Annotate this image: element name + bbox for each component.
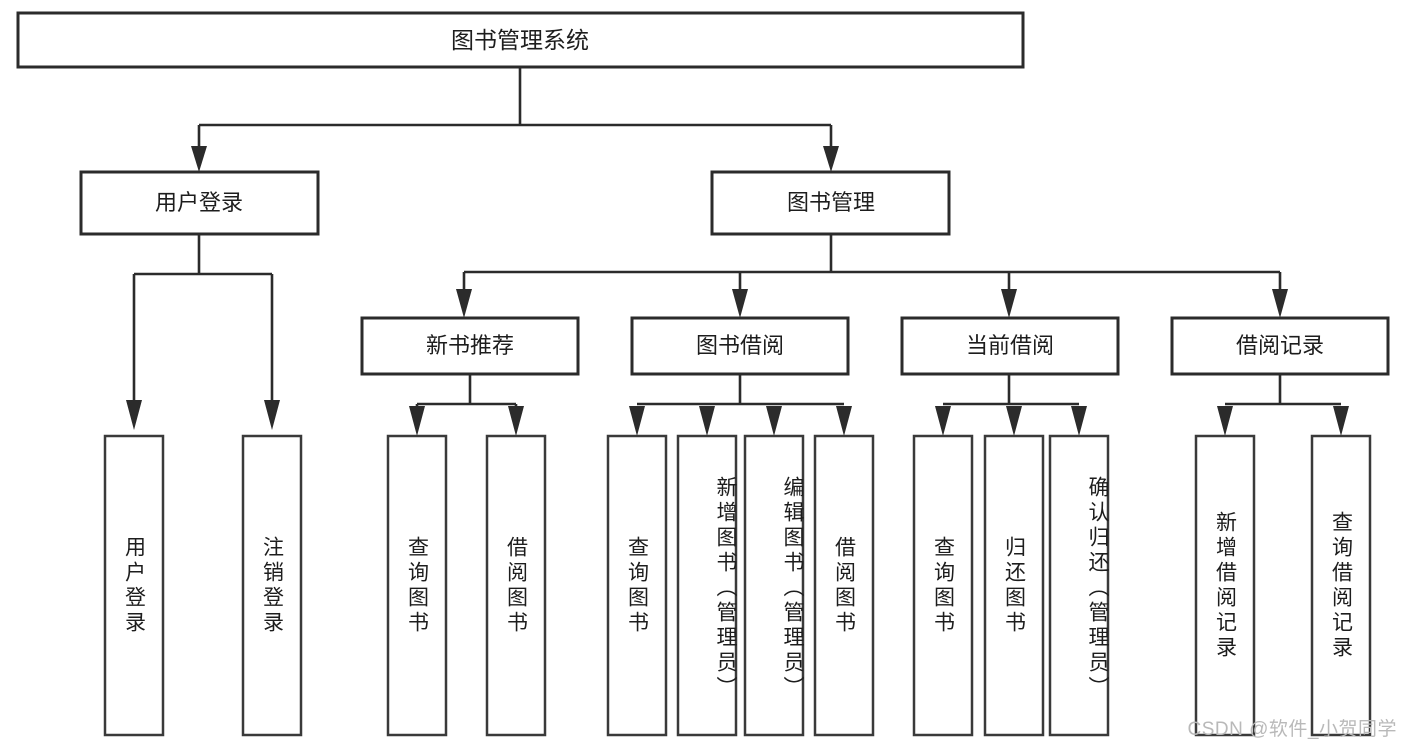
leaf-box-query-book-bb[interactable] [606,434,668,737]
csdn-watermark: CSDN @软件_小贺同学 [1187,719,1397,740]
node-user-login-box[interactable] [79,170,320,236]
node-borrow-record-box[interactable] [1170,316,1390,376]
arrow-head-cb-leaf1 [935,406,951,436]
node-book-borrow-label: 图书借阅 [696,333,784,358]
node-borrow-record-label: 借阅记录 [1236,333,1324,358]
arrow-head-bb-leaf2 [699,406,715,436]
leaf-box-user-login[interactable] [103,434,165,737]
leaf-box-return-book[interactable] [983,434,1045,737]
arrow-head-bb-leaf4 [836,406,852,436]
leaf-box-query-record[interactable] [1310,434,1372,737]
arrow-head-nb-leaf2 [508,406,524,436]
leaf-box-query-book-nb[interactable] [386,434,448,737]
node-current-borrow-box[interactable] [900,316,1120,376]
arrow-head-book-manage [823,146,839,172]
leaf-box-logout[interactable] [241,434,303,737]
leaf-box-add-book[interactable] [676,434,738,737]
arrow-head-borrow-record [1272,289,1288,318]
leaf-box-query-book-cb[interactable] [912,434,974,737]
node-current-borrow-label: 当前借阅 [966,333,1054,358]
arrow-head-leaf-user-login [126,400,142,430]
node-root-box[interactable] [16,11,1025,69]
node-new-book-label: 新书推荐 [426,333,514,358]
arrow-head-bb-leaf1 [629,406,645,436]
leaf-box-confirm-return[interactable] [1048,434,1110,737]
arrow-head-cb-leaf2 [1006,406,1022,436]
arrow-head-new-book [456,289,472,318]
arrow-head-book-borrow [732,289,748,318]
node-new-book-box[interactable] [360,316,580,376]
arrow-head-leaf-logout [264,400,280,430]
arrow-head-cb-leaf3 [1071,406,1087,436]
leaf-box-borrow-book-bb[interactable] [813,434,875,737]
arrow-head-bb-leaf3 [766,406,782,436]
leaf-box-borrow-book-nb[interactable] [485,434,547,737]
node-user-login-label: 用户登录 [155,190,243,215]
leaf-box-edit-book[interactable] [743,434,805,737]
node-book-borrow-box[interactable] [630,316,850,376]
node-book-manage-box[interactable] [710,170,951,236]
arrow-head-current-borrow [1001,289,1017,318]
arrow-head-br-leaf2 [1333,406,1349,436]
arrow-head-nb-leaf1 [409,406,425,436]
arrow-head-br-leaf1 [1217,406,1233,436]
node-root-label: 图书管理系统 [451,27,589,53]
arrow-head-user-login [191,146,207,172]
leaf-box-add-record[interactable] [1194,434,1256,737]
node-book-manage-label: 图书管理 [787,190,875,215]
